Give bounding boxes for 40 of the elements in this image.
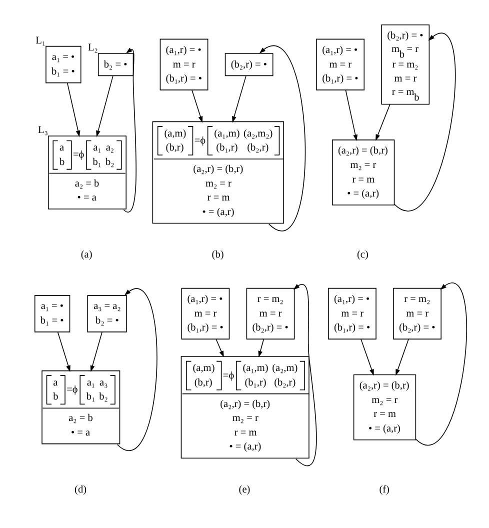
node-box: (a₂,r) = (b,r) m₂ = r r = m • = (a,r) — [353, 374, 416, 440]
arrow — [216, 338, 224, 357]
arrow — [57, 331, 70, 372]
arrow — [293, 284, 317, 466]
arrow — [345, 89, 358, 141]
node-box: a₁ = • b₁ = • — [46, 45, 82, 83]
arrow — [232, 75, 246, 122]
label: (b) — [212, 249, 224, 260]
node-box: r = m₂ m = r (b₂,r) = • — [246, 287, 295, 339]
arrow — [394, 32, 456, 211]
node-box: a₃ = a₂ b₂ = • — [87, 294, 127, 332]
label: (a) — [80, 249, 92, 260]
node-box: b₂ = • — [98, 52, 134, 76]
label: (c) — [356, 249, 368, 260]
node-label: L₂ — [88, 42, 98, 54]
node-label: L₃ — [38, 124, 48, 136]
node-box: (a₁,r) = • m = r (b₁,r) = • — [160, 38, 208, 90]
arrow — [258, 338, 264, 357]
arrow — [376, 103, 390, 140]
arrow — [66, 82, 80, 136]
label: (f) — [379, 484, 390, 496]
arrow — [360, 338, 374, 376]
node-label: L₁ — [36, 34, 46, 46]
arrow — [116, 288, 158, 451]
arrow — [415, 282, 467, 446]
arrow — [192, 89, 203, 122]
node-box: (b₂,r) = • — [224, 52, 274, 76]
node-box: (a₂,r) = (b,r) m₂ = r r = m • = (a,r) — [332, 139, 395, 205]
arrow — [90, 331, 102, 372]
arrow — [396, 338, 409, 376]
node-box: a₁ = • b₁ = • — [34, 294, 70, 332]
node-box: (a₁,r) = • m = r (b₁,r) = • — [181, 287, 230, 339]
arrow — [259, 45, 306, 231]
label: (e) — [238, 484, 250, 496]
label: (d) — [74, 484, 87, 496]
arrow — [96, 75, 114, 136]
node-box: r = m₂ m = r (b₂,r) = • — [393, 287, 442, 339]
arrow — [123, 47, 136, 212]
node-box: (a₁,r) = • m = r (b₁,r) = • — [328, 287, 376, 339]
node-box: (a₁,r) = • m = r (b₁,r) = • — [316, 38, 365, 90]
